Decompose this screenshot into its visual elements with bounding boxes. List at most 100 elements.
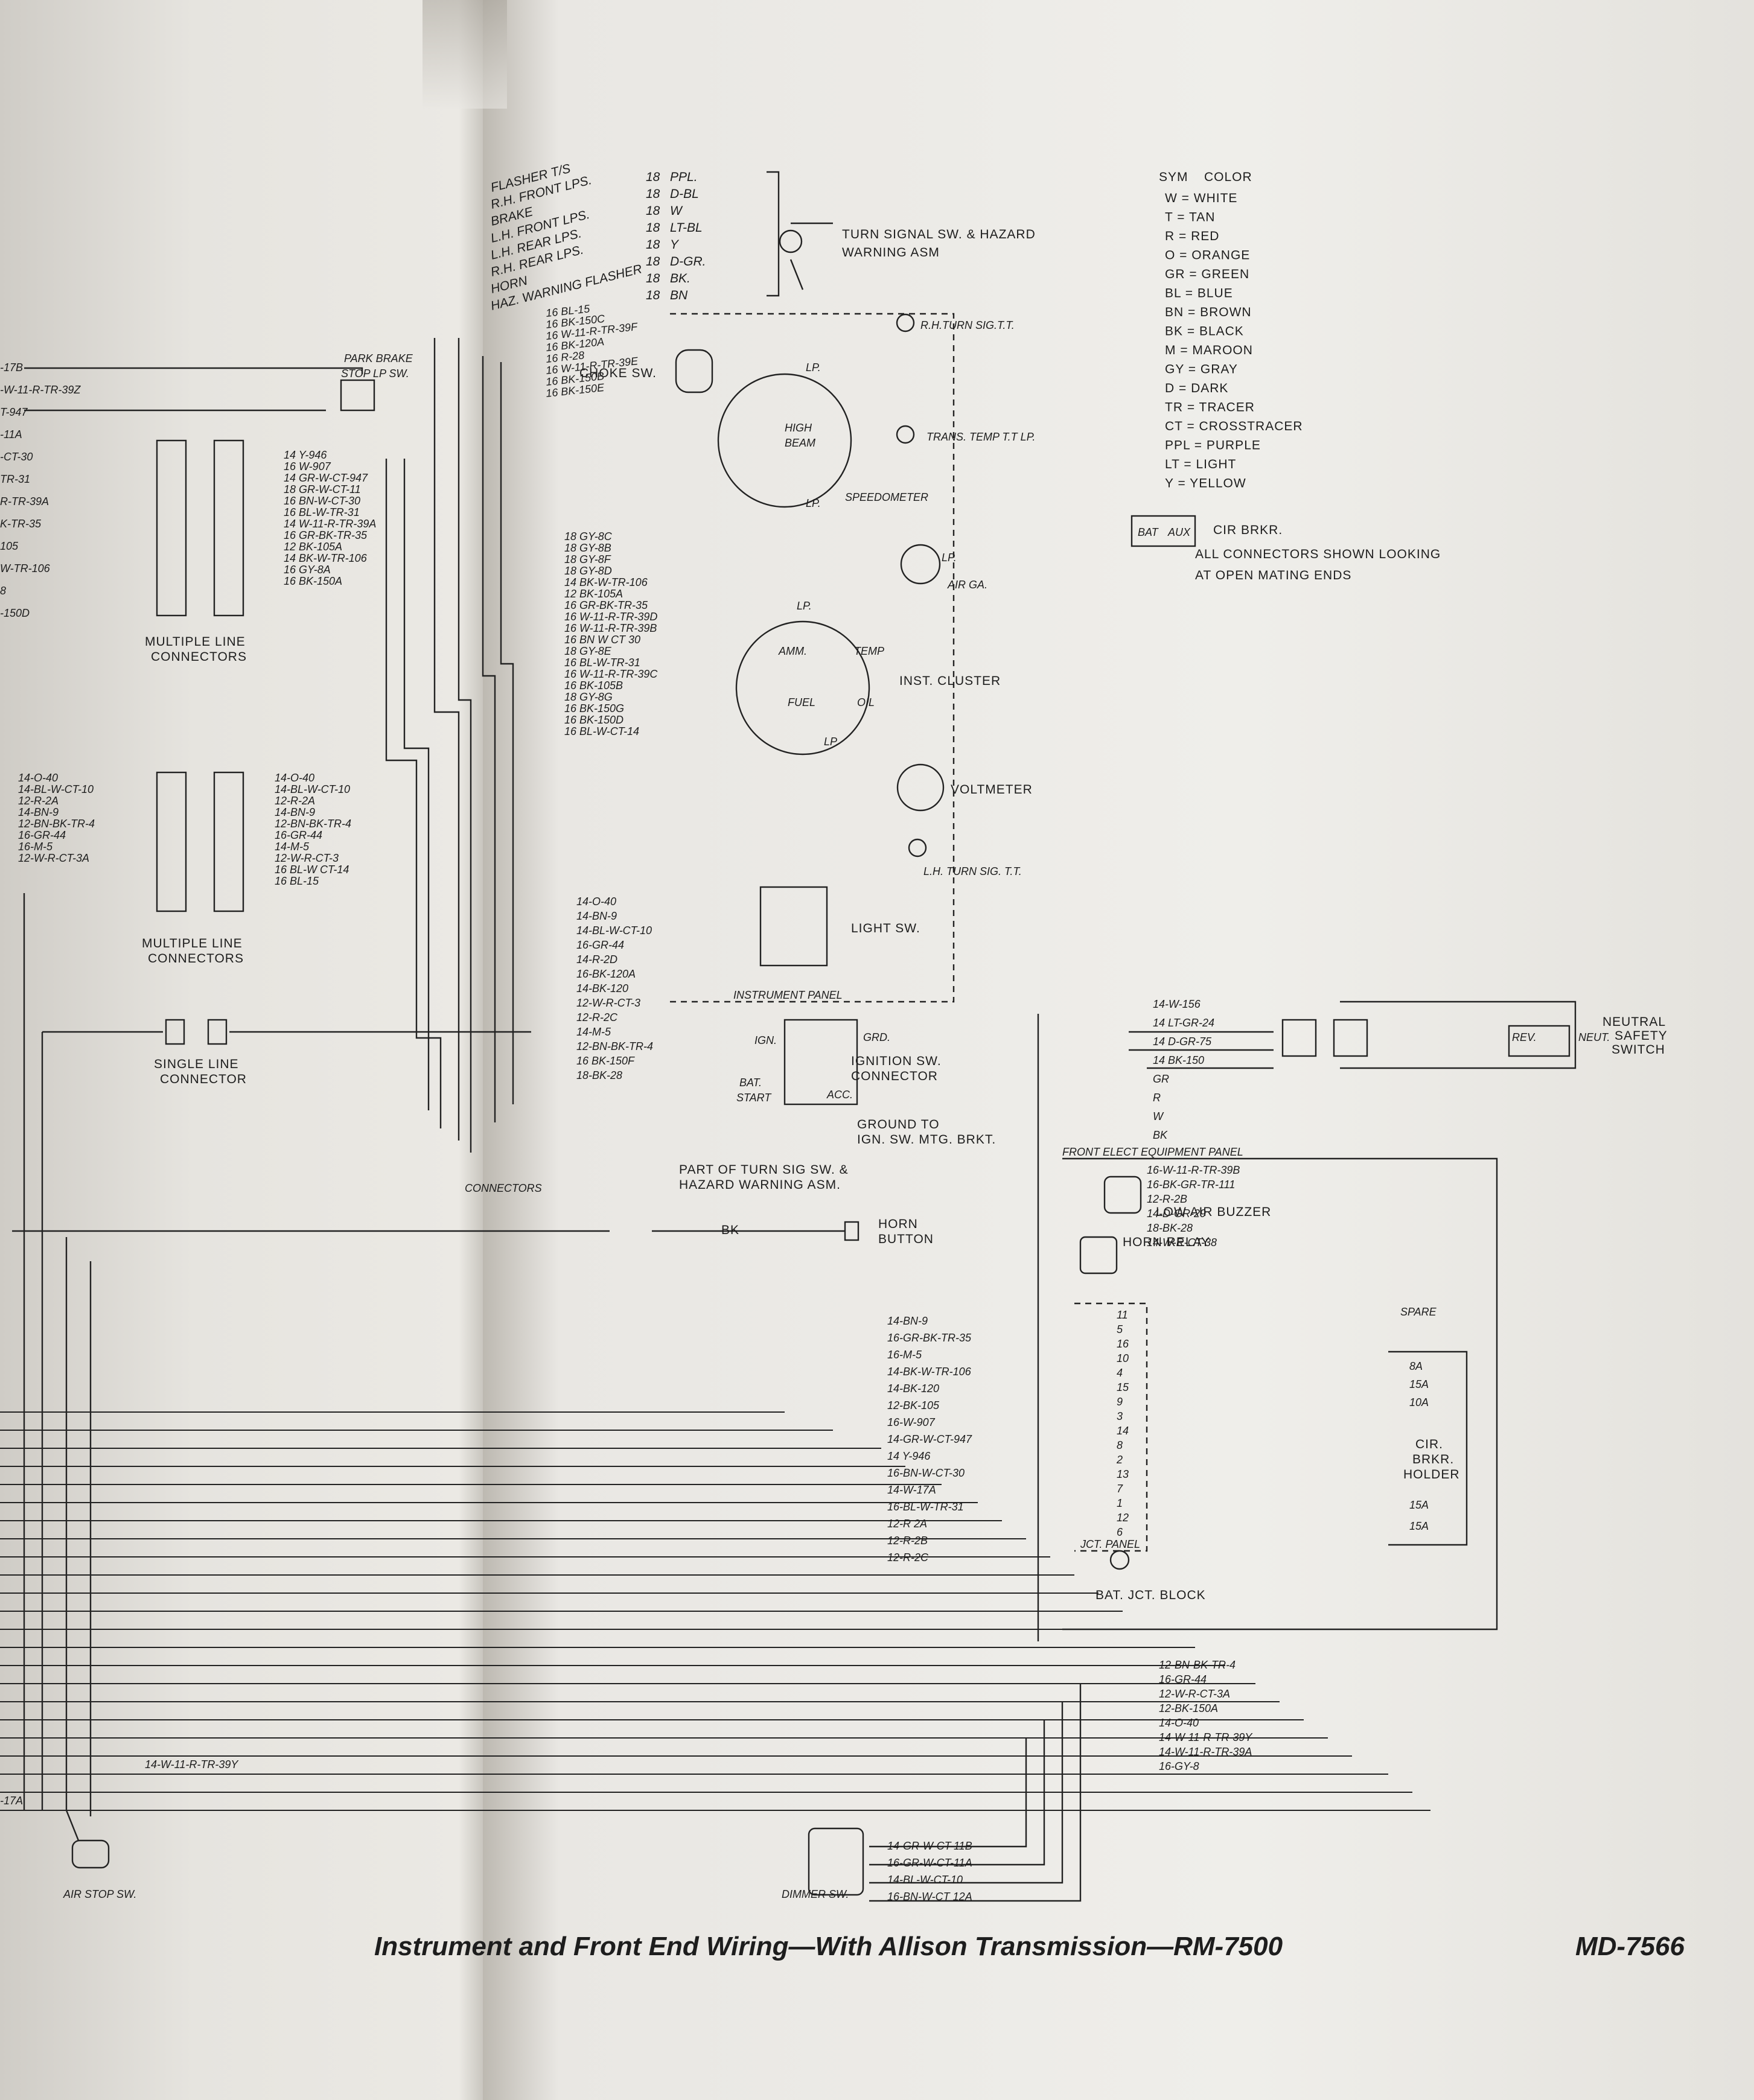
page-fold-shadow (423, 0, 507, 109)
legend-header-color: COLOR (1204, 170, 1252, 184)
rh-turn-lamp-icon (896, 313, 915, 332)
horn-relay-label: HORN RELAY (1123, 1235, 1210, 1249)
jct-terminal-number: 13 (1117, 1468, 1129, 1480)
wire-label: 16-GR-44 (275, 829, 322, 841)
turn-signal-switch-icon (779, 229, 803, 253)
wire-label: 16 W-907 (284, 460, 331, 472)
wire-label: -17A (0, 1795, 23, 1807)
wire-label: 12-BN-BK-TR-4 (18, 818, 95, 830)
neutral-safety-label: SWITCH (1612, 1043, 1665, 1057)
turn-sig-part-label: HAZARD WARNING ASM. (679, 1178, 841, 1192)
wire-label: 16-GR-44 (18, 829, 66, 841)
wire-label: GR (1153, 1073, 1169, 1085)
wire-label: 8 (0, 585, 6, 597)
instrument-panel-boundary (670, 313, 955, 1003)
bat-aux-breaker-icon (1131, 515, 1196, 547)
wire-label: 16 BL-W-TR-31 (564, 657, 640, 669)
single-line-label: CONNECTOR (160, 1072, 247, 1086)
wire-label: 18 GY-8B (564, 542, 611, 554)
choke-switch-label: CHOKE SW. (579, 366, 657, 380)
jct-terminal-number: 12 (1117, 1512, 1129, 1524)
wire-label: 14-BK-W-TR-106 (887, 1366, 972, 1378)
lamp-label: LP. (806, 361, 821, 374)
wire-label: 14-BL-W-CT-10 (887, 1874, 963, 1886)
fuse-rating: 8A (1409, 1360, 1423, 1372)
wire-17b (24, 367, 363, 374)
jct-terminal-number: 4 (1117, 1367, 1123, 1379)
neutral-connector-icon (1281, 1019, 1317, 1057)
fuel-label: FUEL (788, 696, 815, 708)
wire-label: 16-GR-44 (576, 939, 624, 951)
jct-terminal-number: 7 (1117, 1483, 1123, 1495)
front-elect-panel-box (1062, 1157, 1498, 1631)
ignition-switch-label: IGNITION SW. (851, 1054, 942, 1068)
wire-label: 16-GR-BK-TR-35 (887, 1332, 972, 1344)
jct-terminal-number: 3 (1117, 1410, 1123, 1422)
air-stop-switch-label: AIR STOP SW. (63, 1888, 136, 1900)
legend-row: W = WHITE (1165, 191, 1237, 205)
legend-row: Y = YELLOW (1165, 477, 1246, 491)
turn-signal-gauge: 18 (646, 255, 660, 269)
harness-trunk-6 (500, 362, 514, 1104)
neutral-wiring (1037, 1014, 1274, 1641)
cir-brkr-holder-label: BRKR. (1412, 1452, 1454, 1466)
legend-note-line: ALL CONNECTORS SHOWN LOOKING (1195, 547, 1441, 561)
fuse-rating: 15A (1409, 1378, 1429, 1390)
instrument-panel-label: INSTRUMENT PANEL (733, 989, 843, 1001)
wire-label: 18-BK-28 (1147, 1222, 1193, 1234)
wire-label: 14-W-11-R-TR-39Y (145, 1758, 239, 1771)
wire-label: 14-O-40 (275, 772, 314, 784)
wire-label: 16 BN-W-CT-30 (284, 495, 360, 507)
air-gauge-icon (900, 544, 941, 585)
wire-label: 12-R 2A (887, 1518, 927, 1530)
single-line-label: SINGLE LINE (154, 1057, 239, 1071)
components (71, 229, 1571, 1896)
breaker-legend-label: CIR BRKR. (1213, 523, 1283, 537)
wire-label: 16 GR-BK-TR-35 (284, 529, 368, 541)
neutral-safety-label: NEUTRAL (1603, 1015, 1666, 1029)
jct-terminal-number: 1 (1117, 1497, 1123, 1509)
wire-label: 14-W-156 (1153, 998, 1201, 1010)
turn-signal-gauge: 18 (646, 238, 660, 252)
wire-label: 14-BL-W-CT-10 (275, 783, 350, 795)
wire-label: 16-BN-W-CT 12A (887, 1891, 972, 1903)
dimmer-switch-label: DIMMER SW. (782, 1888, 849, 1900)
park-brake-label: STOP LP SW. (341, 368, 409, 380)
legend-row: LT = LIGHT (1165, 457, 1236, 471)
wire-label: K-TR-35 (0, 518, 42, 530)
high-beam-label: HIGH (785, 422, 812, 434)
dimmer-wires (869, 1684, 1082, 1902)
speedometer-dial-icon (717, 373, 852, 508)
jct-terminal-number: 14 (1117, 1425, 1129, 1437)
multiple-line-label: CONNECTORS (151, 650, 247, 664)
wire-label: 14 GR-W-CT-947 (284, 472, 368, 484)
ground-label: IGN. SW. MTG. BRKT. (857, 1133, 996, 1147)
inst-cluster-dial-icon (735, 620, 870, 756)
horn-button-label: BUTTON (878, 1232, 934, 1246)
wire-label: 12-R-2B (887, 1535, 928, 1547)
turn-signal-gauge: 18 (646, 187, 660, 201)
jct-terminal-number: 15 (1117, 1381, 1129, 1393)
legend-row: BL = BLUE (1165, 287, 1233, 301)
wire-label: BK (1153, 1129, 1168, 1141)
wire-label: 16 W-11-R-TR-39B (564, 622, 657, 634)
legend-row: O = ORANGE (1165, 249, 1250, 262)
turn-signal-switch-label: TURN SIGNAL SW. & HAZARD (842, 228, 1036, 241)
lamp-label: LP. (806, 497, 821, 509)
wire-label: 18 GY-8F (564, 553, 611, 565)
wire-label: 12-BK-150A (1159, 1702, 1218, 1714)
jct-terminal-number: 6 (1117, 1526, 1123, 1538)
harness-trunk-4 (458, 338, 472, 1153)
wire-label: 12-R-2C (576, 1011, 618, 1023)
ignition-switch-label: CONNECTOR (851, 1069, 938, 1083)
breaker-term-bat: BAT (1138, 526, 1159, 538)
wire-label: 14-BK-120 (887, 1382, 939, 1395)
wire-label: 14-BL-W-CT-10 (18, 783, 94, 795)
single-line-connector-mate-icon (207, 1019, 228, 1045)
fuse-rating: 10A (1409, 1396, 1429, 1408)
turn-signal-bus (767, 171, 780, 297)
horn-relay-icon (1079, 1236, 1118, 1274)
legend-row: CT = CROSSTRACER (1165, 419, 1303, 433)
bottom-bundle (0, 1411, 1430, 1811)
wire-label: 16-W-11-R-TR-39B (1147, 1164, 1240, 1176)
